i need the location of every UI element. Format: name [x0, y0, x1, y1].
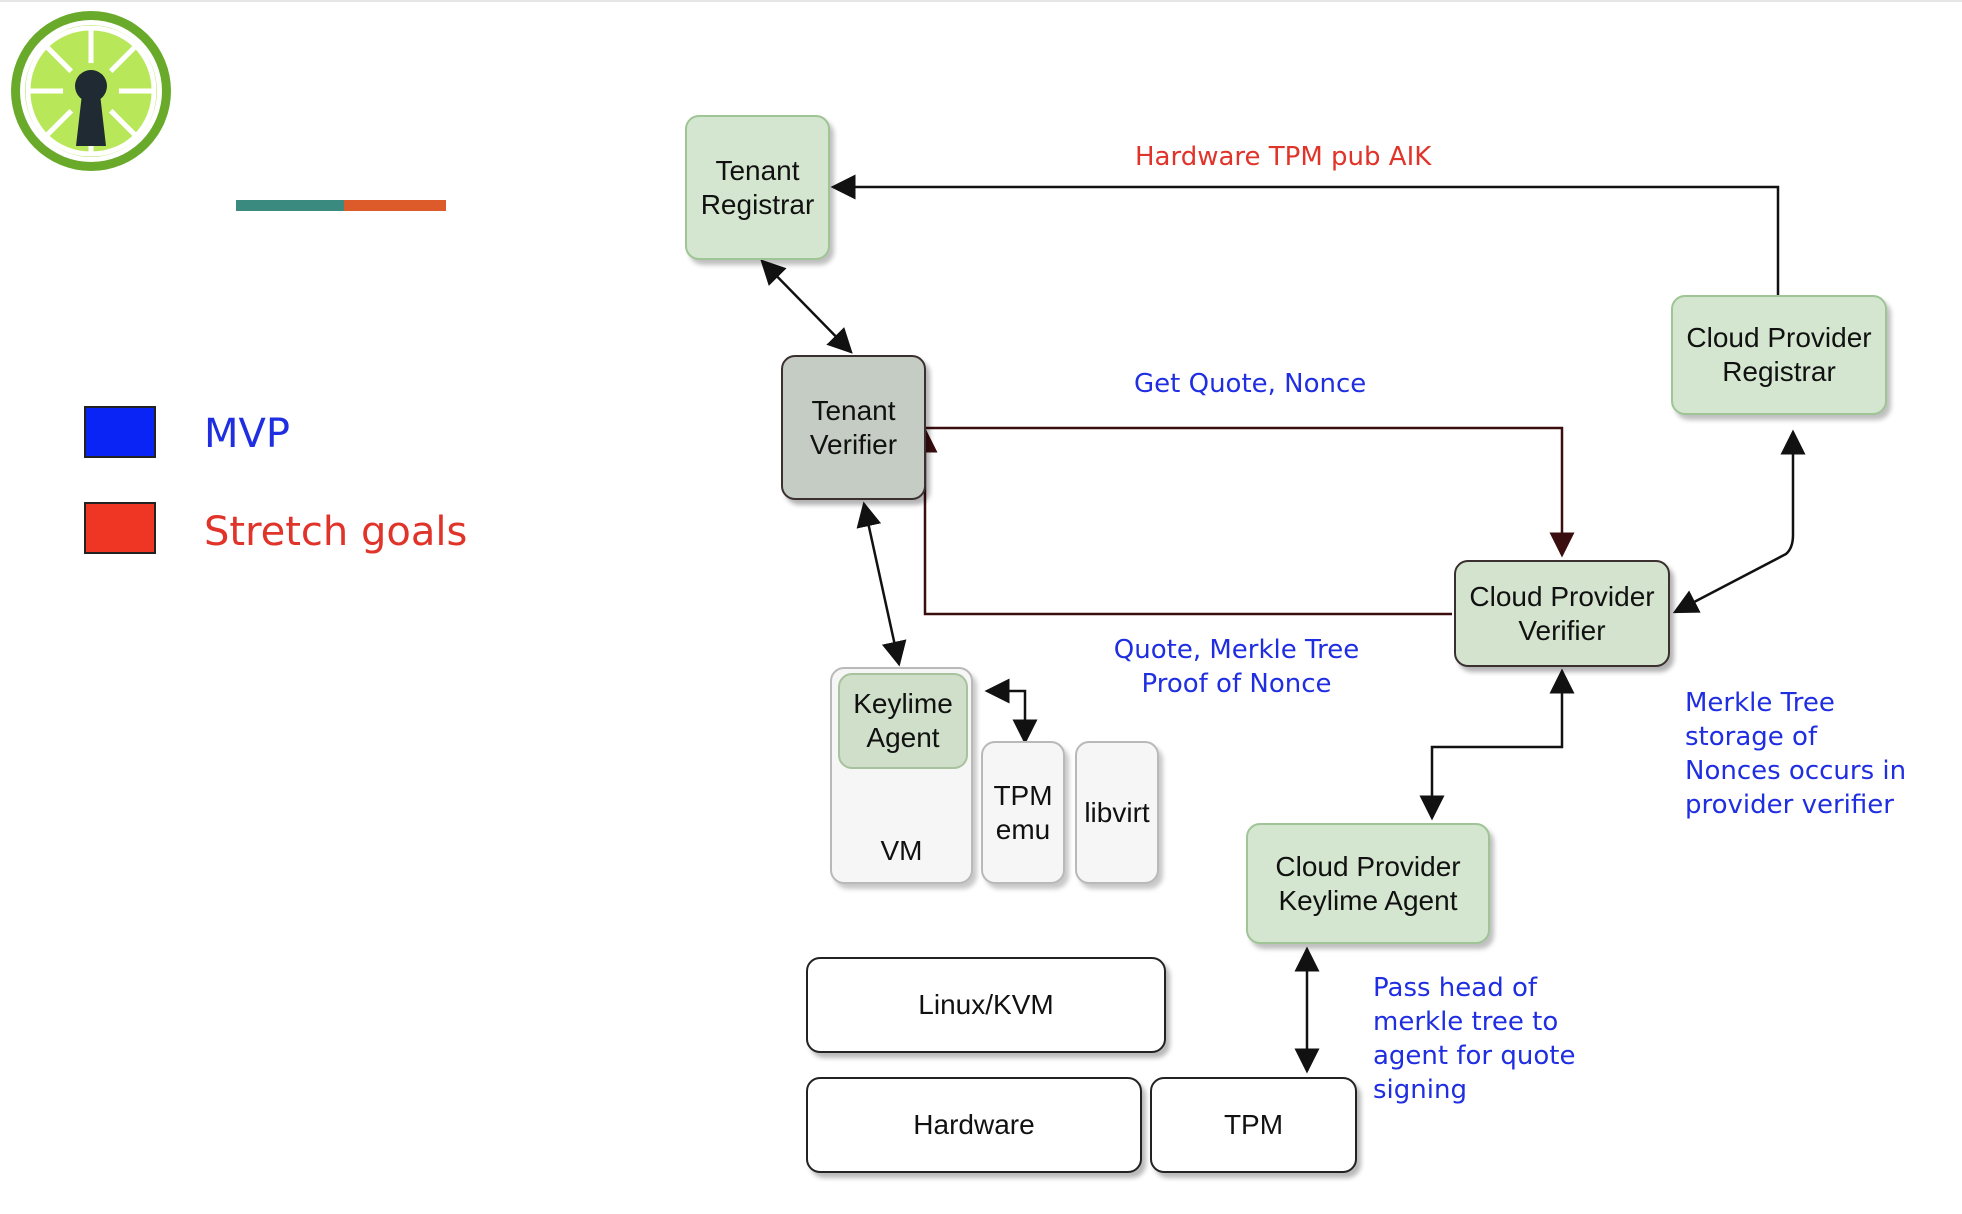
- node-cloud-provider-keylime-agent: Cloud Provider Keylime Agent: [1246, 823, 1490, 944]
- legend-swatch-stretch: [84, 502, 156, 554]
- edge-label-hardware-tpm-pub-aik: Hardware TPM pub AIK: [1135, 142, 1432, 172]
- accent-bar-orange: [344, 200, 446, 211]
- node-libvirt: libvirt: [1075, 741, 1159, 884]
- node-tenant-registrar: Tenant Registrar: [685, 115, 830, 260]
- node-tenant-verifier: Tenant Verifier: [781, 355, 926, 500]
- node-cloud-provider-registrar: Cloud Provider Registrar: [1671, 295, 1887, 415]
- node-tpm: TPM: [1150, 1077, 1357, 1173]
- edge-cp-verifier-cp-registrar: [1672, 429, 1806, 614]
- edge-quote-return: [912, 427, 1452, 616]
- accent-bar-teal: [236, 200, 344, 211]
- top-divider: [0, 0, 1962, 2]
- keylime-lime-keyhole-icon: [11, 11, 171, 171]
- edge-keylime-agent-tpm-emu: [984, 678, 1038, 745]
- note-merkle-tree-storage: Merkle Tree storage of Nonces occurs in …: [1685, 688, 1907, 820]
- legend-label-stretch: Stretch goals: [204, 509, 468, 555]
- edge-cp-registrar-to-tenant-registrar: [830, 174, 1780, 295]
- node-cloud-provider-verifier: Cloud Provider Verifier: [1454, 560, 1670, 667]
- note-pass-head-merkle-tree: Pass head of merkle tree to agent for qu…: [1373, 973, 1576, 1105]
- edge-tenant-registrar-tenant-verifier: [760, 259, 853, 354]
- edge-label-quote-merkle-tree: Quote, Merkle Tree Proof of Nonce: [1113, 635, 1360, 699]
- node-tpm-emu: TPM emu: [981, 741, 1065, 884]
- edge-label-get-quote-nonce: Get Quote, Nonce: [1134, 369, 1367, 399]
- edge-get-quote: [925, 426, 1575, 558]
- node-linux-kvm: Linux/KVM: [806, 957, 1166, 1053]
- edge-tenant-verifier-keylime-agent: [856, 501, 907, 667]
- node-hardware: Hardware: [806, 1077, 1142, 1173]
- node-keylime-agent: Keylime Agent: [838, 673, 968, 769]
- edge-cp-verifier-cp-keylime-agent: [1419, 668, 1575, 821]
- legend-label-mvp: MVP: [204, 411, 290, 457]
- legend-swatch-mvp: [84, 406, 156, 458]
